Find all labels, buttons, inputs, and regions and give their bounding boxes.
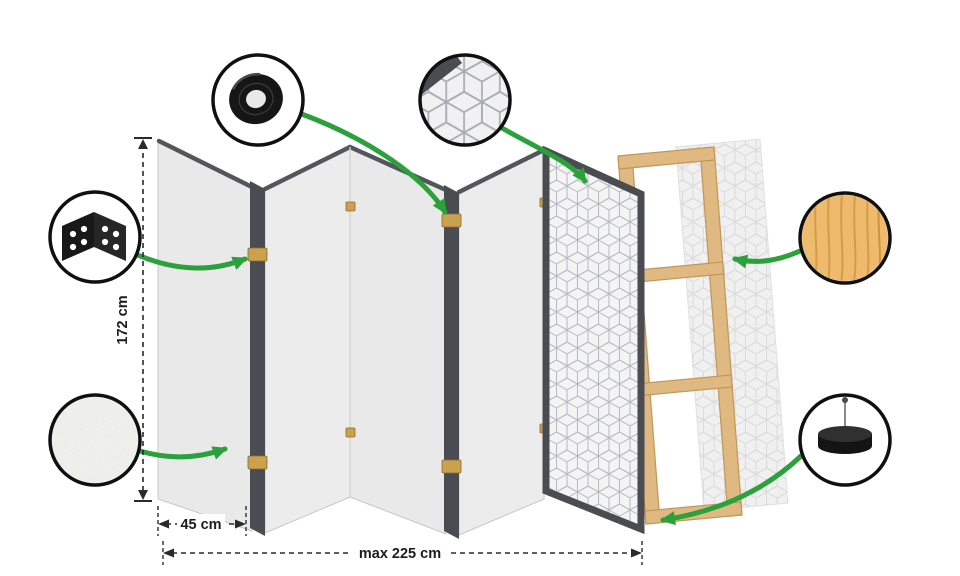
arrow-hinge-to-screen (130, 250, 248, 271)
arrow-tape-to-hinge (296, 110, 448, 215)
callout-texture (48, 393, 142, 487)
panel-width-label: 45 cm (180, 517, 221, 533)
arrow-pattern-to-panel (497, 124, 588, 184)
callout-wood (798, 191, 892, 285)
screen-panel-4 (458, 148, 545, 536)
hinge-small (345, 201, 356, 212)
dimension-panel-width: 45 cm (157, 506, 247, 536)
dimensions: 172 cm 45 cm max 225 cm (115, 137, 643, 565)
callout-hinge (48, 190, 142, 284)
metal-hinge-icon (62, 212, 126, 261)
arrow-texture-to-panel (137, 446, 228, 460)
felt-pad-with-pin-icon (818, 397, 872, 454)
panel-edge-strip (250, 181, 265, 536)
callout-pattern-detail (418, 53, 512, 147)
arrow-feltpad-to-base (660, 453, 804, 526)
dimension-max-width: max 225 cm (162, 541, 643, 565)
hinge-small (345, 427, 356, 438)
screen-panel-1 (157, 140, 253, 532)
max-width-label: max 225 cm (359, 546, 441, 562)
panel-edge-in-detail (420, 55, 462, 99)
adhesive-tape-icon (229, 72, 283, 125)
arrow-wood-to-frame (732, 248, 803, 269)
panel-top-edges (156, 138, 547, 195)
dimension-height: 172 cm (115, 137, 152, 502)
hinge (441, 213, 462, 228)
panel-edge-strip (444, 185, 459, 539)
fleece-texture-icon (52, 397, 138, 483)
screen-panel-2 (264, 145, 351, 534)
frame-top-rung (617, 146, 716, 170)
height-label: 172 cm (115, 295, 131, 344)
hinge (247, 455, 268, 470)
folding-screen (156, 138, 645, 539)
geometric-pattern-detail-icon (420, 55, 510, 145)
hinge (441, 459, 462, 474)
screen-panel-3 (349, 145, 447, 535)
callout-tape (211, 53, 305, 147)
hinge (247, 247, 268, 262)
callout-feltpad (798, 393, 892, 487)
screen-panel-5-patterned (542, 145, 645, 535)
callout-arrows (130, 110, 804, 526)
